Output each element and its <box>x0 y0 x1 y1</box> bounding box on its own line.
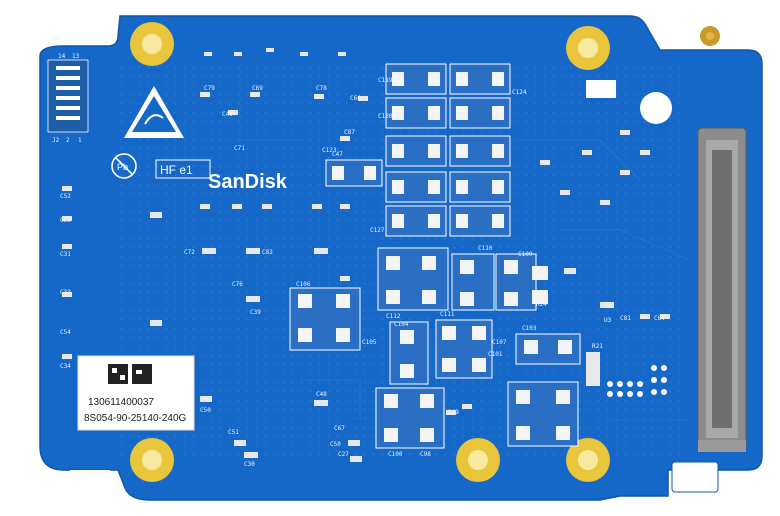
silk-label: R24 <box>536 301 547 308</box>
silk-label: C50 <box>330 441 341 448</box>
silk-label: C106 <box>296 281 311 288</box>
silk-label: C72 <box>184 249 195 256</box>
silk-label: C107 <box>492 339 507 346</box>
silk-label: C67 <box>334 425 345 432</box>
silk-label: C124 <box>512 89 527 96</box>
silk-label: C103 <box>522 325 537 332</box>
smd-components <box>62 48 670 462</box>
silk-j2: J2 <box>52 137 60 144</box>
silk-label: C76 <box>232 281 243 288</box>
white-marker-pad <box>586 80 616 98</box>
silk-label: C69 <box>252 85 263 92</box>
silk-label: R21 <box>592 343 603 350</box>
silk-d2: D2 <box>52 35 60 42</box>
pcb-traces <box>239 60 691 421</box>
silk-label: C97 <box>560 433 571 440</box>
silk-label: C50 <box>200 407 211 414</box>
esd-warning-icon <box>124 86 184 138</box>
silk-label: C54 <box>60 329 71 336</box>
capacitor-bank-middle <box>289 159 581 449</box>
resistor-arrays <box>607 365 667 397</box>
silk-label: U3 <box>604 317 612 324</box>
silk-label: C109 <box>518 251 533 258</box>
cert-mark: HF e1 <box>160 163 193 177</box>
silk-label: C112 <box>386 313 401 320</box>
sata-connector <box>697 127 747 452</box>
silk-label: C31 <box>60 251 71 258</box>
qr-code-icon <box>108 364 128 384</box>
silk-label: C34 <box>60 363 71 370</box>
board-through-hole <box>640 92 672 124</box>
svg-text:Pb: Pb <box>117 162 128 172</box>
label-serial: 130611400037 <box>88 397 154 408</box>
silk-label: C47 <box>332 151 343 158</box>
silk-label: C78 <box>316 85 327 92</box>
board-notch-left <box>70 470 110 510</box>
board-notch-right <box>671 461 719 493</box>
silk-label: C120 <box>378 113 393 120</box>
silk-label: C82 <box>262 249 273 256</box>
silk-label: R49 <box>448 409 459 416</box>
silk-label: C66 <box>350 95 361 102</box>
serial-label: 130611400037 8S054-90-25140-240G <box>77 355 195 431</box>
silk-label: C51 <box>228 429 239 436</box>
silk-label: C127 <box>370 227 385 234</box>
silk-label: C105 <box>362 339 377 346</box>
silk-pin: 2 <box>66 137 70 144</box>
label-part-number: 8S054-90-25140-240G <box>84 413 187 424</box>
silk-pin: 14 <box>58 53 66 60</box>
brand-logo: SanDisk <box>208 171 288 193</box>
silk-label: C52 <box>60 193 71 200</box>
silk-label: C84 <box>654 315 665 322</box>
silk-label: C81 <box>620 315 631 322</box>
silk-label: C79 <box>204 85 215 92</box>
debug-header: D2 J2 14 13 2 1 <box>47 35 89 144</box>
silk-label: C104 <box>394 321 409 328</box>
silk-label: C39 <box>250 309 261 316</box>
silk-label: C87 <box>344 129 355 136</box>
silk-label: C27 <box>338 451 349 458</box>
silk-label: C119 <box>378 77 393 84</box>
lead-free-icon: Pb <box>111 153 137 179</box>
silk-label: C55 <box>60 217 71 224</box>
silk-label: C48 <box>316 391 327 398</box>
silk-label: C30 <box>244 461 255 468</box>
silk-label: C100 <box>388 451 403 458</box>
silkscreen-labels: C79 C69 C78 C45 C71 C66 C119 C124 C120 C… <box>60 77 665 468</box>
silk-label: C33 <box>60 289 71 296</box>
silk-label: C101 <box>488 351 503 358</box>
silk-label: C45 <box>222 111 233 118</box>
silk-pin: 1 <box>78 137 82 144</box>
silk-label: C123 <box>322 147 337 154</box>
silk-label: C98 <box>420 451 431 458</box>
mounting-holes <box>130 22 720 482</box>
capacitor-bank-top <box>385 63 511 237</box>
silk-label: C111 <box>440 311 455 318</box>
cert-mark-box <box>155 159 211 179</box>
silk-label: C71 <box>234 145 245 152</box>
silk-pin: 13 <box>72 53 80 60</box>
silk-label: C110 <box>478 245 493 252</box>
